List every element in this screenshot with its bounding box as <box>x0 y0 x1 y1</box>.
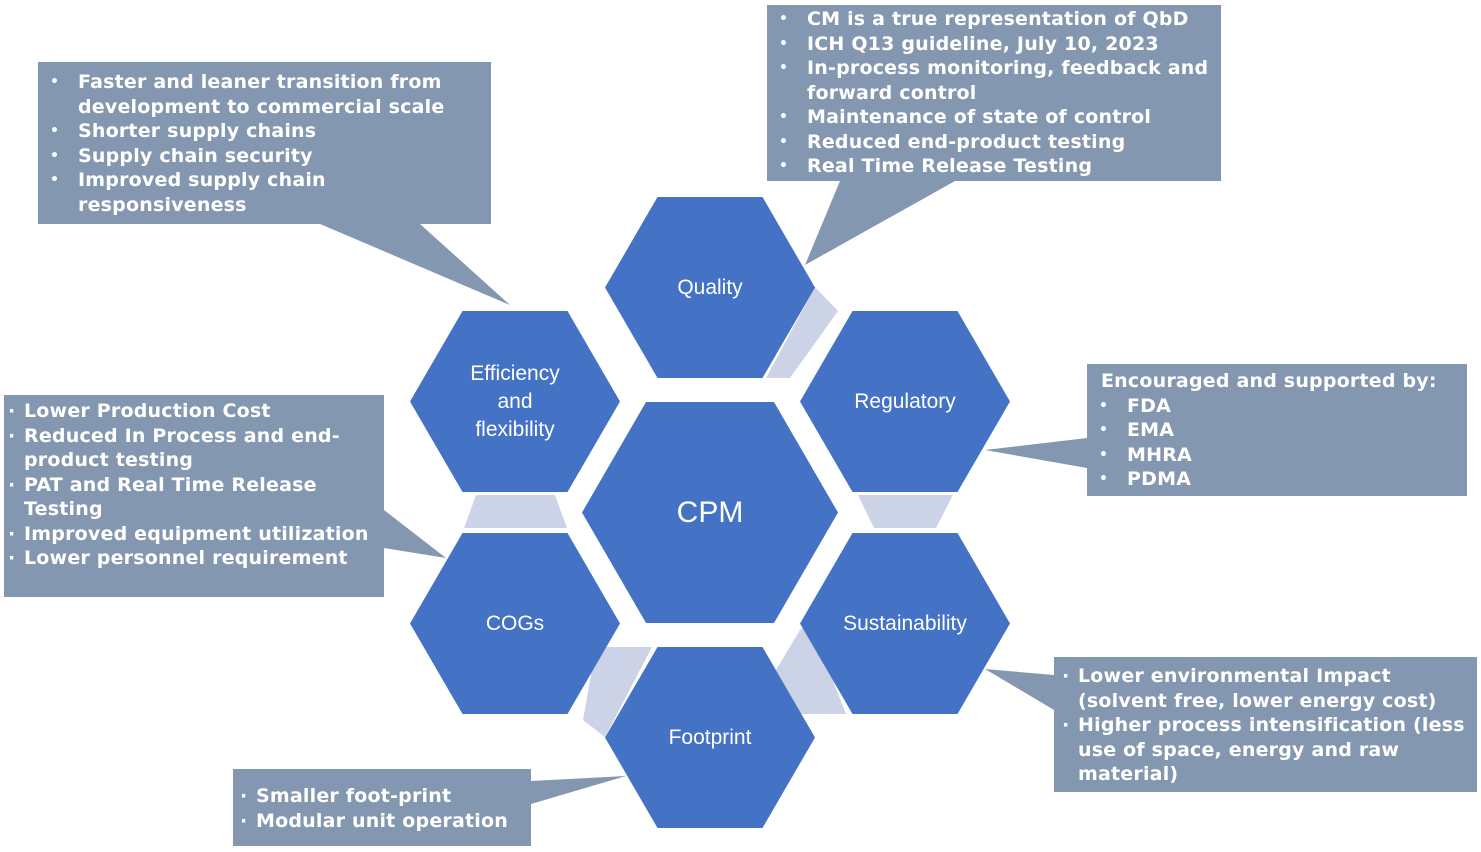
list-item: In-process monitoring, feedback and forw… <box>767 56 1221 105</box>
list-item: PAT and Real Time Release Testing <box>4 473 380 522</box>
list-item: Lower personnel requirement <box>4 546 380 571</box>
hexagon-cogs <box>410 533 620 714</box>
list-item: PDMA <box>1087 467 1467 492</box>
callout-sustainability: Lower environmental Impact (solvent free… <box>1058 664 1468 787</box>
list-item: MHRA <box>1087 443 1467 468</box>
hex-label-cpm: CPM <box>676 495 744 529</box>
hexagon-efficiency <box>410 311 620 492</box>
list-item: Higher process intensification (less use… <box>1058 713 1468 787</box>
callout-cogs-list: Lower Production Cost Reduced In Process… <box>4 399 380 571</box>
list-item: Lower Production Cost <box>4 399 380 424</box>
list-item: Maintenance of state of control <box>767 105 1221 130</box>
callout-regulatory: Encouraged and supported by: FDA EMA MHR… <box>1087 369 1467 492</box>
list-item: Reduced In Process and end-product testi… <box>4 424 380 473</box>
list-item: Modular unit operation <box>236 809 526 834</box>
list-item: Reduced end-product testing <box>767 130 1221 155</box>
list-item: Improved equipment utilization <box>4 522 380 547</box>
connector-regulatory-sustainability <box>858 495 953 528</box>
list-item: ICH Q13 guideline, July 10, 2023 <box>767 32 1221 57</box>
connector-quality-regulatory <box>766 287 838 378</box>
list-item: CM is a true representation of QbD <box>767 7 1221 32</box>
list-item: Smaller foot-print <box>236 784 526 809</box>
callout-cogs: Lower Production Cost Reduced In Process… <box>4 399 380 571</box>
callout-regulatory-list: FDA EMA MHRA PDMA <box>1087 394 1467 492</box>
list-item: Faster and leaner transition from develo… <box>38 70 478 119</box>
callout-quality: CM is a true representation of QbD ICH Q… <box>767 7 1221 179</box>
hexagon-cpm <box>582 402 838 623</box>
hexagon-sustainability <box>800 533 1010 714</box>
callout-regulatory-heading: Encouraged and supported by: <box>1101 370 1437 392</box>
hex-label-cogs: COGs <box>485 611 545 635</box>
hex-label-quality: Quality <box>677 275 743 299</box>
hex-label-footprint: Footprint <box>668 725 752 749</box>
hex-label-sustainability: Sustainability <box>843 611 967 635</box>
callout-footprint-list: Smaller foot-print Modular unit operatio… <box>236 784 526 833</box>
connector-efficiency-cogs <box>464 495 567 528</box>
hex-label-regulatory: Regulatory <box>854 389 956 413</box>
list-item: Improved supply chain responsiveness <box>38 168 478 217</box>
hexagon-regulatory <box>800 311 1010 492</box>
list-item: Lower environmental Impact (solvent free… <box>1058 664 1468 713</box>
hexagon-footprint <box>605 647 815 828</box>
hex-label-efficiency: Efficiency and flexibility <box>470 361 560 441</box>
list-item: Shorter supply chains <box>38 119 478 144</box>
list-item: FDA <box>1087 394 1467 419</box>
callout-efficiency-list: Faster and leaner transition from develo… <box>38 70 478 217</box>
list-item: Supply chain security <box>38 144 478 169</box>
list-item: Real Time Release Testing <box>767 154 1221 179</box>
hexagon-quality <box>605 197 815 378</box>
callout-footprint: Smaller foot-print Modular unit operatio… <box>236 784 526 833</box>
list-item: EMA <box>1087 418 1467 443</box>
callout-efficiency: Faster and leaner transition from develo… <box>38 70 478 217</box>
connector-cogs-footprint <box>583 647 652 737</box>
callout-quality-list: CM is a true representation of QbD ICH Q… <box>767 7 1221 179</box>
callout-sustainability-list: Lower environmental Impact (solvent free… <box>1058 664 1468 787</box>
connector-sustainability-footprint <box>776 622 846 714</box>
